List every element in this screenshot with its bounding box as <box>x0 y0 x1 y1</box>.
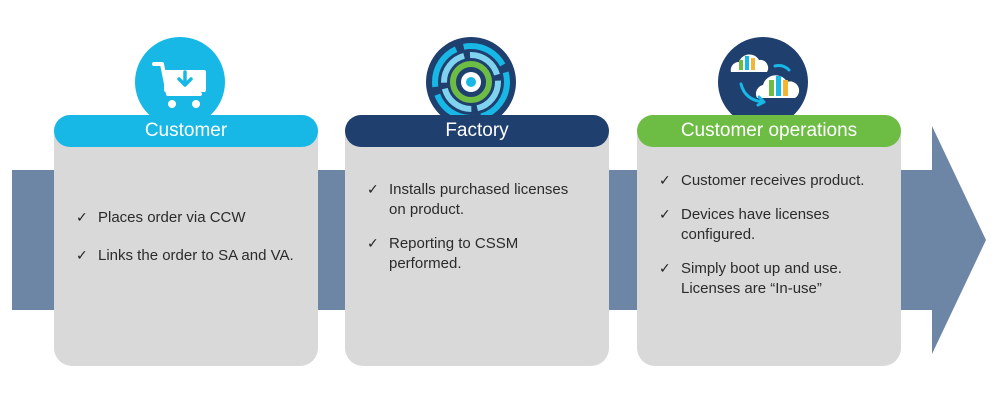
stage-items: ✓ Installs purchased licenses on product… <box>367 180 595 288</box>
stage-customer: Customer ✓ Places order via CCW ✓ Links … <box>54 0 318 416</box>
stage-title: Customer operations <box>637 115 901 147</box>
list-item: ✓ Simply boot up and use. Licenses are “… <box>659 259 887 299</box>
cloud-sync-icon <box>717 36 809 128</box>
item-text: Reporting to CSSM performed. <box>389 235 519 272</box>
item-text: Simply boot up and use. Licenses are “In… <box>681 260 842 297</box>
checkmark-icon: ✓ <box>659 173 671 189</box>
item-text: Devices have licenses configured. <box>681 206 830 243</box>
checkmark-icon: ✓ <box>76 248 88 264</box>
stage-title: Customer <box>54 115 318 147</box>
list-item: ✓ Places order via CCW <box>76 208 304 228</box>
list-item: ✓ Devices have licenses configured. <box>659 205 887 245</box>
shopping-cart-download-icon <box>134 36 226 128</box>
stage-items: ✓ Places order via CCW ✓ Links the order… <box>76 208 304 284</box>
stage-card <box>637 118 901 366</box>
item-text: Customer receives product. <box>681 172 865 189</box>
stage-card <box>54 118 318 366</box>
stage-card <box>345 118 609 366</box>
stage-title: Factory <box>345 115 609 147</box>
checkmark-icon: ✓ <box>367 182 379 198</box>
item-text: Installs purchased licenses on product. <box>389 181 569 218</box>
stage-factory: Factory ✓ Installs purchased licenses on… <box>345 0 609 416</box>
item-text: Links the order to SA and VA. <box>98 247 294 264</box>
checkmark-icon: ✓ <box>76 210 88 226</box>
checkmark-icon: ✓ <box>367 236 379 252</box>
stage-customer-operations: Customer operations ✓ Customer receives … <box>637 0 901 416</box>
list-item: ✓ Links the order to SA and VA. <box>76 246 304 266</box>
checkmark-icon: ✓ <box>659 207 671 223</box>
checkmark-icon: ✓ <box>659 261 671 277</box>
stage-items: ✓ Customer receives product. ✓ Devices h… <box>659 171 887 313</box>
item-text: Places order via CCW <box>98 209 246 226</box>
list-item: ✓ Customer receives product. <box>659 171 887 191</box>
list-item: ✓ Reporting to CSSM performed. <box>367 234 595 274</box>
list-item: ✓ Installs purchased licenses on product… <box>367 180 595 220</box>
